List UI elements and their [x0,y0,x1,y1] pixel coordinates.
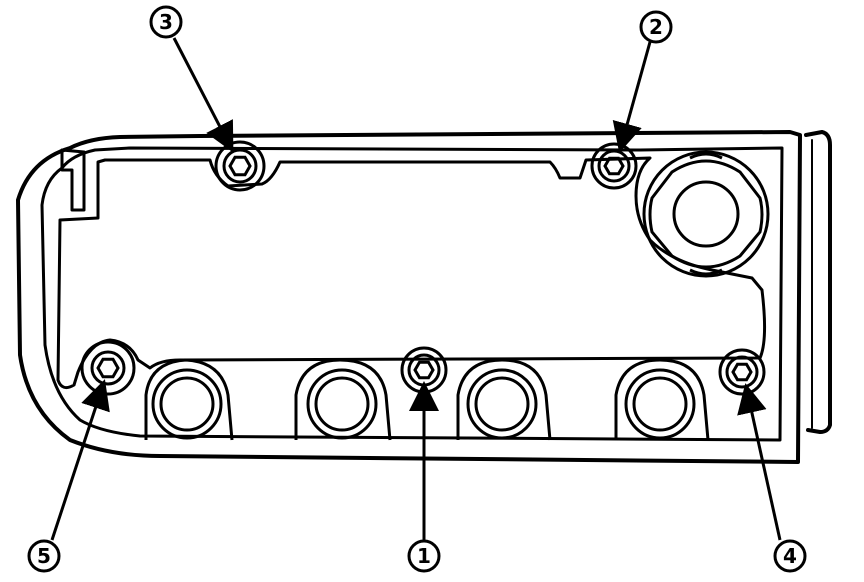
plug-hole-4-inner [632,376,688,432]
callout-1-label: 1 [417,544,431,568]
filler-cap-body [648,159,764,269]
arrow-4 [737,383,782,541]
arrow-3 [172,37,234,153]
bolt-4 [718,348,766,396]
callout-5: 5 [27,539,61,573]
cover-outer-outline [16,130,802,464]
breather-tab [60,148,86,212]
spark-plug-bosses [144,358,710,441]
bolt-2 [590,142,638,190]
bolts [80,140,766,396]
callout-1: 1 [407,539,441,573]
filler-cap-center [672,180,740,248]
filler-boss [642,150,770,278]
bolt-3 [214,140,266,192]
plug-hole-1 [151,368,223,440]
plug-hole-2-inner [314,376,370,432]
callouts: 1 2 3 4 5 [27,5,807,573]
filler-cap-grip-bottom [689,268,723,276]
plug-hole-1-inner [159,376,215,432]
arrow-5 [50,379,110,541]
boss-outline-2 [294,358,392,441]
cover-end-cap [804,130,832,434]
plug-hole-3-inner [474,376,530,432]
callout-5-label: 5 [37,544,51,568]
plug-hole-4 [624,368,696,440]
callout-4-label: 4 [783,544,797,568]
boss-outline-3 [456,358,552,441]
cover-inner-flange [40,146,784,442]
callout-4: 4 [773,539,807,573]
leader-arrows [50,37,782,541]
plug-hole-3 [466,368,538,440]
callout-2-label: 2 [649,15,663,39]
callout-3-label: 3 [159,10,173,34]
callout-2: 2 [639,10,673,44]
boss-outline-4 [614,358,710,441]
filler-cap-grip-top [689,152,723,160]
arrow-2 [612,41,652,153]
plug-hole-2 [306,368,378,440]
oil-filler-cap [642,150,770,278]
callout-3: 3 [149,5,183,39]
bolt-5 [80,340,136,396]
boss-outline-1 [144,358,234,441]
